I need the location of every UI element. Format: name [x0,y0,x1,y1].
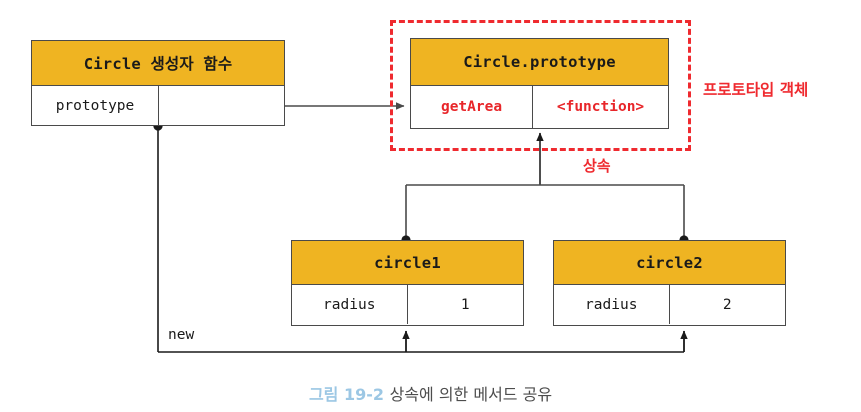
circle2-key: radius [554,285,670,324]
connector-inheritance [401,132,689,245]
circle-prototype-row: getArea <function> [411,86,668,128]
circle1-title: circle1 [292,241,523,285]
circle2-value: 2 [722,296,732,313]
circle-constructor-box: Circle 생성자 함수 prototype [31,40,285,126]
circle-prototype-title: Circle.prototype [411,39,668,86]
circle-prototype-key: getArea [411,86,534,128]
circle-prototype-value: <function> [556,99,645,115]
circle-prototype-box: Circle.prototype getArea <function> [410,38,669,129]
inheritance-label: 상속 [583,157,611,175]
figure-caption-text: 상속에 의한 메서드 공유 [389,385,553,404]
circle1-row: radius 1 [292,285,523,324]
circle1-instance-box: circle1 radius 1 [291,240,524,326]
circle2-row: radius 2 [554,285,785,324]
circle2-title: circle2 [554,241,785,285]
circle-constructor-row: prototype [32,86,284,125]
circle-constructor-title: Circle 생성자 함수 [32,41,284,86]
prototype-object-label: 프로토타입 객체 [703,81,809,99]
figure-caption-number: 그림 19-2 [308,385,384,404]
circle-constructor-key: prototype [32,86,159,125]
circle1-value: 1 [460,296,470,313]
connector-new [153,121,688,353]
figure-caption: 그림 19-2 상속에 의한 메서드 공유 [0,381,861,405]
circle-constructor-value [159,86,284,125]
circle2-instance-box: circle2 radius 2 [553,240,786,326]
circle1-key: radius [292,285,408,324]
new-operator-label: new [168,327,195,343]
